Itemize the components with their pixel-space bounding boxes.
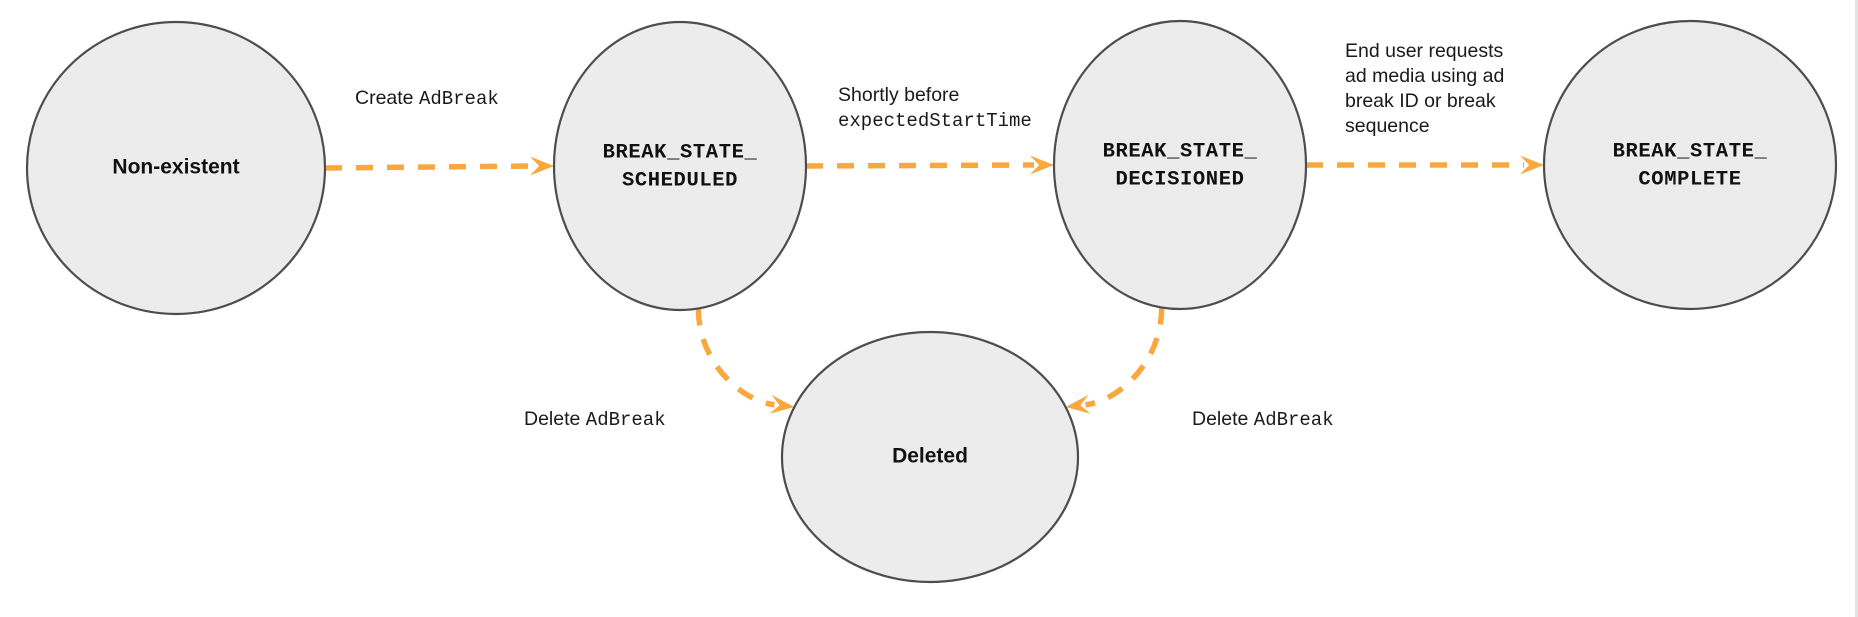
- edge-label-create-adbreak: Create AdBreak: [355, 87, 499, 110]
- state-node-shape: [552, 20, 808, 312]
- edge-label-run: break ID or break: [1345, 90, 1496, 112]
- edge-label-end-user-requests-ad-media: End user requests ad media using ad break …: [1345, 40, 1504, 137]
- edge-end-user-requests-ad-media[interactable]: [1306, 155, 1544, 175]
- state-node-label: Deleted: [892, 445, 968, 468]
- state-node-shape: [780, 330, 1080, 584]
- state-node-label: DECISIONED: [1115, 168, 1244, 191]
- edge-labels-layer: Create AdBreak Shortly before expectedStar…: [355, 40, 1504, 431]
- state-node-deleted[interactable]: Deleted: [780, 330, 1080, 584]
- state-node-label: BREAK_STATE_: [1613, 140, 1768, 163]
- edge-label-line: Delete AdBreak: [524, 408, 666, 431]
- scrollbar-track[interactable]: [1855, 0, 1858, 617]
- state-node-non-existent[interactable]: Non-existent: [25, 20, 327, 316]
- edge-label-line: Create AdBreak: [355, 87, 499, 110]
- edge-arrowhead-icon: [530, 156, 554, 176]
- edge-arrowhead-icon: [1065, 394, 1091, 414]
- edges-layer: [324, 155, 1544, 414]
- state-node-label: BREAK_STATE_: [1103, 140, 1258, 163]
- edge-label-run: AdBreak: [419, 88, 499, 110]
- edge-create-adbreak[interactable]: [324, 156, 554, 176]
- edge-line: [1085, 307, 1165, 408]
- state-node-label: COMPLETE: [1638, 168, 1741, 191]
- state-node-shape: [25, 20, 327, 316]
- state-node-break-state-scheduled[interactable]: BREAK_STATE_ SCHEDULED: [552, 20, 808, 312]
- edge-label-run: expectedStartTime: [838, 110, 1032, 132]
- edge-label-line: ad media using ad: [1345, 65, 1504, 87]
- edge-shortly-before-expected-start-time[interactable]: [805, 155, 1054, 175]
- state-node-label: Non-existent: [112, 156, 239, 179]
- edge-delete-adbreak-from-decisioned[interactable]: [1065, 307, 1165, 414]
- edge-label-run: Delete: [1192, 408, 1254, 430]
- state-node-shape: [1052, 19, 1308, 311]
- nodes-layer: Non-existentBREAK_STATE_SCHEDULEDBREAK_S…: [25, 19, 1838, 584]
- edge-arrowhead-icon: [1030, 155, 1054, 175]
- edge-label-line: break ID or break: [1345, 90, 1496, 112]
- edge-label-delete-adbreak-from-scheduled: Delete AdBreak: [524, 408, 666, 431]
- edge-line: [695, 308, 775, 408]
- edge-arrowhead-icon: [1520, 155, 1544, 175]
- state-node-break-state-decisioned[interactable]: BREAK_STATE_ DECISIONED: [1052, 19, 1308, 311]
- state-node-break-state-complete[interactable]: BREAK_STATE_ COMPLETE: [1542, 19, 1838, 311]
- edge-label-line: sequence: [1345, 115, 1430, 137]
- edge-label-delete-adbreak-from-decisioned: Delete AdBreak: [1192, 408, 1334, 431]
- edge-delete-adbreak-from-scheduled[interactable]: [695, 308, 795, 414]
- state-node-shape: [1542, 19, 1838, 311]
- edge-line: [324, 163, 535, 171]
- edge-label-line: Delete AdBreak: [1192, 408, 1334, 431]
- edge-label-run: AdBreak: [1254, 409, 1334, 431]
- edge-label-run: Delete: [524, 408, 586, 430]
- edge-label-run: End user requests: [1345, 40, 1504, 62]
- edge-label-line: expectedStartTime: [838, 110, 1032, 132]
- state-node-label: SCHEDULED: [622, 169, 738, 192]
- edge-arrowhead-icon: [769, 394, 795, 414]
- edge-label-run: AdBreak: [586, 409, 666, 431]
- edge-label-run: sequence: [1345, 115, 1430, 137]
- state-node-label: BREAK_STATE_: [603, 141, 758, 164]
- edge-label-run: Shortly before: [838, 84, 959, 106]
- edge-label-line: Shortly before: [838, 84, 959, 106]
- edge-label-run: ad media using ad: [1345, 65, 1504, 87]
- edge-label-line: End user requests: [1345, 40, 1504, 62]
- edge-line: [805, 162, 1035, 169]
- edge-label-run: Create: [355, 87, 419, 109]
- edge-label-shortly-before-expected-start-time: Shortly before expectedStartTime: [838, 84, 1032, 132]
